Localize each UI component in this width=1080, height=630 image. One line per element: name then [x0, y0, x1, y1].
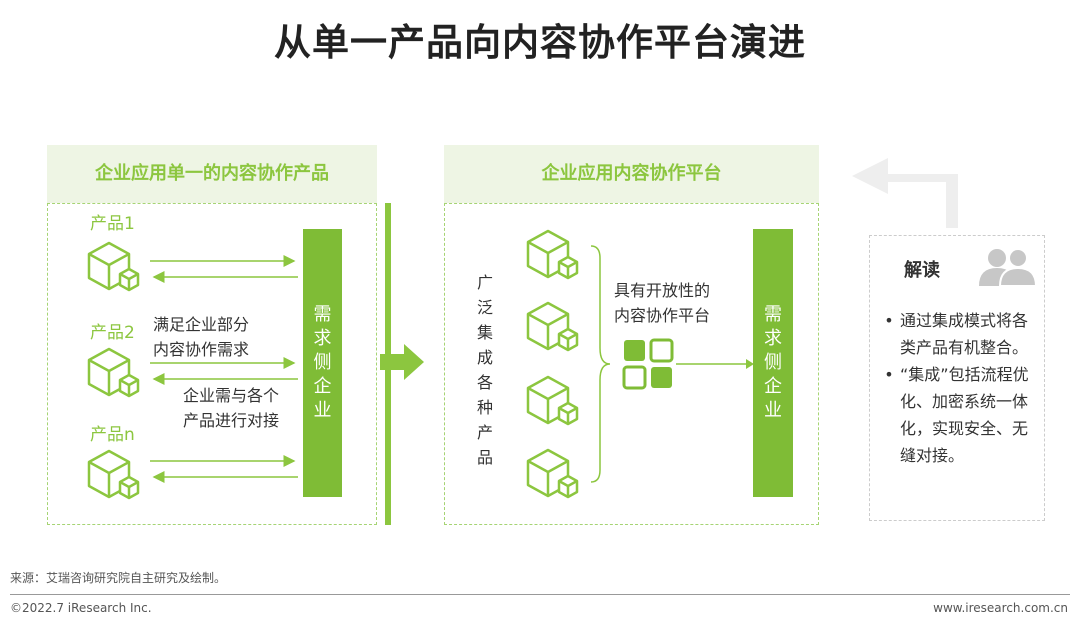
note-line: 内容协作需求 — [153, 340, 250, 359]
integrate-label: 广泛集成各种产品 — [476, 273, 493, 467]
note-line: 具有开放性的 — [614, 281, 711, 300]
source-note: 来源：艾瑞咨询研究院自主研究及绘制。 — [10, 571, 227, 585]
cube-icon — [87, 347, 140, 398]
demand-side-label: 需求侧企业 — [764, 304, 782, 421]
users-icon — [979, 248, 1038, 287]
note-line: 产品进行对接 — [183, 411, 280, 430]
integrate-label-wrap: 广泛集成各种产品 — [476, 270, 494, 470]
list-item: • “集成”包括流程优化、加密系统一体化，实现安全、无缝对接。 — [878, 361, 1038, 469]
bullet-icon: • — [884, 365, 894, 384]
website-link[interactable]: www.iresearch.com.cn — [933, 601, 1068, 615]
open-platform-text: 具有开放性的 内容协作平台 — [614, 278, 710, 328]
bidirectional-arrows — [150, 255, 298, 483]
product-label-n: 产品n — [90, 425, 135, 445]
note-line: 内容协作平台 — [614, 306, 711, 325]
note-connect-products: 企业需与各个 产品进行对接 — [183, 383, 279, 433]
cube-icon — [87, 449, 140, 500]
right-panel-box — [444, 203, 819, 525]
return-arrow-icon — [852, 158, 958, 228]
brace-icon — [590, 245, 611, 483]
copyright: ©2022.7 iResearch Inc. — [10, 601, 152, 615]
footer-divider — [10, 594, 1070, 595]
arrow-right-icon — [676, 359, 754, 369]
interpretation-box — [869, 235, 1045, 521]
product-label-2: 产品2 — [90, 323, 135, 343]
demand-side-bar-right: 需求侧企业 — [753, 229, 793, 497]
cube-icon — [526, 448, 579, 499]
bullet-icon: • — [884, 311, 894, 330]
arrow-right-icon — [380, 344, 424, 380]
note-partial-needs: 满足企业部分 内容协作需求 — [153, 312, 249, 362]
interpretation-list: • 通过集成模式将各类产品有机整合。 • “集成”包括流程优化、加密系统一体化，… — [878, 307, 1038, 469]
left-panel-header: 企业应用单一的内容协作产品 — [47, 145, 377, 203]
cube-icon — [526, 229, 579, 280]
interpretation-title: 解读 — [904, 260, 940, 281]
cube-icon — [87, 241, 140, 292]
demand-side-bar-left: 需求侧企业 — [303, 229, 342, 497]
list-item: • 通过集成模式将各类产品有机整合。 — [878, 307, 1038, 361]
note-line: 企业需与各个 — [183, 386, 280, 405]
cube-icon — [526, 301, 579, 352]
page-title: 从单一产品向内容协作平台演进 — [274, 21, 806, 64]
platform-grid-icon — [622, 338, 674, 390]
bullet-text: 通过集成模式将各类产品有机整合。 — [900, 311, 1029, 357]
left-panel-box — [47, 203, 377, 525]
cube-icon — [526, 375, 579, 426]
note-line: 满足企业部分 — [153, 315, 250, 334]
right-panel-header: 企业应用内容协作平台 — [444, 145, 819, 203]
demand-side-label: 需求侧企业 — [313, 304, 332, 421]
product-label-1: 产品1 — [90, 214, 135, 234]
bullet-text: “集成”包括流程优化、加密系统一体化，实现安全、无缝对接。 — [900, 365, 1029, 465]
